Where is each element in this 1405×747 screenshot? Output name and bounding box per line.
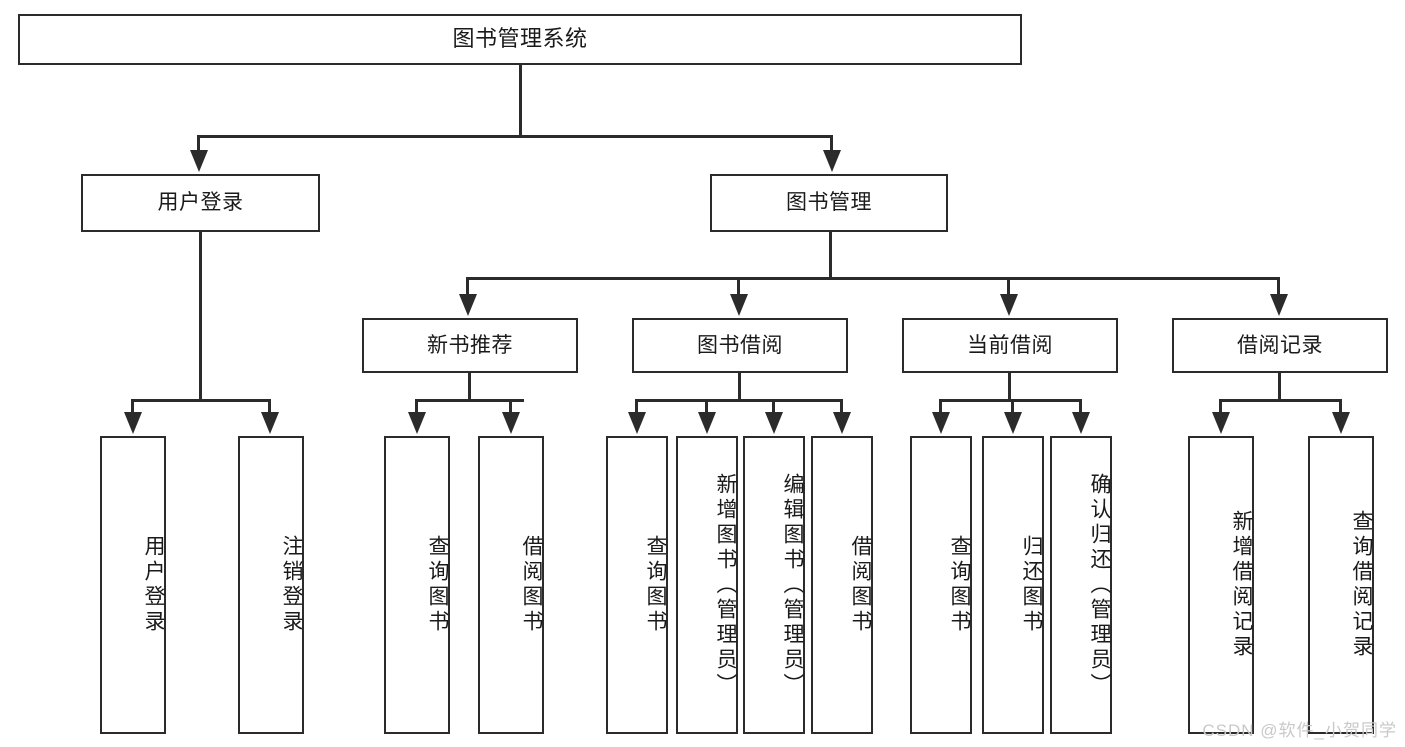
node-leaf-query-book-2[interactable]: 查询图书 — [606, 436, 668, 734]
edge-bm-to-current-borrow — [1007, 277, 1010, 295]
node-book-borrowing[interactable]: 图书借阅 — [632, 318, 848, 373]
node-label: 编辑图书（管理员） — [781, 472, 804, 698]
node-leaf-borrow-book-1[interactable]: 借阅图书 — [478, 436, 544, 734]
node-leaf-add-book-admin[interactable]: 新增图书（管理员） — [676, 436, 738, 734]
arrow-bm-to-new-book — [459, 294, 477, 316]
edge-book-manage-stem — [829, 232, 832, 279]
node-leaf-query-book-3[interactable]: 查询图书 — [910, 436, 972, 734]
edge-book-borrow-bus — [635, 399, 843, 402]
arrow-cb-to-query-book — [932, 412, 950, 434]
arrow-nb-to-query-book — [408, 412, 426, 434]
node-label: 新增图书（管理员） — [714, 472, 737, 698]
node-label: 图书借阅 — [697, 333, 783, 357]
node-borrowing-record[interactable]: 借阅记录 — [1172, 318, 1388, 373]
edge-user-login-stem — [199, 232, 202, 401]
node-user-login[interactable]: 用户登录 — [81, 174, 320, 232]
node-label: 归还图书 — [1020, 535, 1043, 635]
edge-nb-to-query-book — [415, 399, 418, 413]
edge-root-stem — [519, 65, 522, 137]
edge-root-to-book-manage — [830, 135, 833, 153]
arrow-cb-to-confirm-return — [1072, 412, 1090, 434]
node-label: 新书推荐 — [427, 333, 513, 357]
arrow-bb-to-borrow-book — [833, 412, 851, 434]
arrow-root-to-user-login — [190, 150, 208, 172]
edge-new-book-stem — [468, 373, 471, 401]
node-label: 查询图书 — [948, 535, 971, 635]
node-leaf-add-borrow-record[interactable]: 新增借阅记录 — [1188, 436, 1254, 734]
edge-nb-to-borrow-book — [509, 399, 512, 413]
arrow-bm-to-book-borrow — [730, 294, 748, 316]
edge-cb-to-return-book — [1011, 399, 1014, 413]
edge-ul-to-leaf-logout — [268, 399, 271, 413]
arrow-nb-to-borrow-book — [502, 412, 520, 434]
node-leaf-confirm-return-admin[interactable]: 确认归还（管理员） — [1050, 436, 1112, 734]
node-label: 查询图书 — [644, 535, 667, 635]
arrow-bb-to-add-book — [698, 412, 716, 434]
node-label: 确认归还（管理员） — [1088, 472, 1111, 698]
arrow-bm-to-borrow-record — [1270, 294, 1288, 316]
node-leaf-borrow-book-2[interactable]: 借阅图书 — [811, 436, 873, 734]
arrow-bm-to-current-borrow — [1000, 294, 1018, 316]
node-label: 当前借阅 — [967, 333, 1053, 357]
edge-bm-to-new-book — [466, 277, 469, 295]
node-label: 新增借阅记录 — [1230, 510, 1253, 660]
arrow-bb-to-edit-book — [765, 412, 783, 434]
edge-root-to-user-login — [197, 135, 200, 153]
node-new-book-recommendation[interactable]: 新书推荐 — [362, 318, 578, 373]
node-label: 用户登录 — [157, 191, 244, 215]
edge-user-login-bus — [131, 399, 271, 402]
node-leaf-query-borrow-record[interactable]: 查询借阅记录 — [1308, 436, 1374, 734]
edge-new-book-bus — [415, 399, 524, 402]
edge-root-bus — [197, 135, 833, 138]
node-leaf-edit-book-admin[interactable]: 编辑图书（管理员） — [743, 436, 805, 734]
edge-cb-to-confirm-return — [1079, 399, 1082, 413]
edge-bb-to-add-book — [705, 399, 708, 413]
edge-br-to-add-record — [1219, 399, 1222, 413]
edge-cb-to-query-book — [939, 399, 942, 413]
node-leaf-user-login[interactable]: 用户登录 — [100, 436, 166, 734]
node-leaf-logout[interactable]: 注销登录 — [238, 436, 304, 734]
edge-borrow-record-stem — [1278, 373, 1281, 401]
edge-br-to-query-record — [1339, 399, 1342, 413]
node-label: 借阅图书 — [520, 535, 543, 635]
node-root-book-management-system[interactable]: 图书管理系统 — [18, 14, 1022, 65]
edge-current-borrow-bus — [939, 399, 1082, 402]
node-label: 借阅图书 — [849, 535, 872, 635]
edge-bm-to-book-borrow — [737, 277, 740, 295]
node-label: 图书管理 — [786, 191, 872, 215]
edge-bb-to-borrow-book — [840, 399, 843, 413]
edge-book-borrow-stem — [738, 373, 741, 401]
edge-borrow-record-bus — [1219, 399, 1341, 402]
arrow-cb-to-return-book — [1004, 412, 1022, 434]
arrow-br-to-add-record — [1212, 412, 1230, 434]
arrow-root-to-book-manage — [823, 150, 841, 172]
edge-bm-to-borrow-record — [1277, 277, 1280, 295]
edge-bb-to-query-book — [635, 399, 638, 413]
arrow-ul-to-leaf-logout — [261, 412, 279, 434]
node-book-management[interactable]: 图书管理 — [710, 174, 948, 232]
node-leaf-query-book-1[interactable]: 查询图书 — [384, 436, 450, 734]
edge-ul-to-leaf-login — [131, 399, 134, 413]
arrow-bb-to-query-book — [628, 412, 646, 434]
csdn-watermark: CSDN @软件_小贺同学 — [1202, 721, 1397, 740]
node-label: 借阅记录 — [1237, 333, 1323, 357]
edge-current-borrow-stem — [1008, 373, 1011, 401]
arrow-ul-to-leaf-login — [124, 412, 142, 434]
node-leaf-return-book[interactable]: 归还图书 — [982, 436, 1044, 734]
node-label: 用户登录 — [142, 535, 165, 635]
node-label: 图书管理系统 — [452, 26, 588, 52]
node-label: 查询图书 — [426, 535, 449, 635]
edge-book-manage-bus — [466, 277, 1280, 280]
node-label: 注销登录 — [280, 535, 303, 635]
arrow-br-to-query-record — [1332, 412, 1350, 434]
node-label: 查询借阅记录 — [1350, 510, 1373, 660]
edge-bb-to-edit-book — [772, 399, 775, 413]
node-current-borrowing[interactable]: 当前借阅 — [902, 318, 1118, 373]
